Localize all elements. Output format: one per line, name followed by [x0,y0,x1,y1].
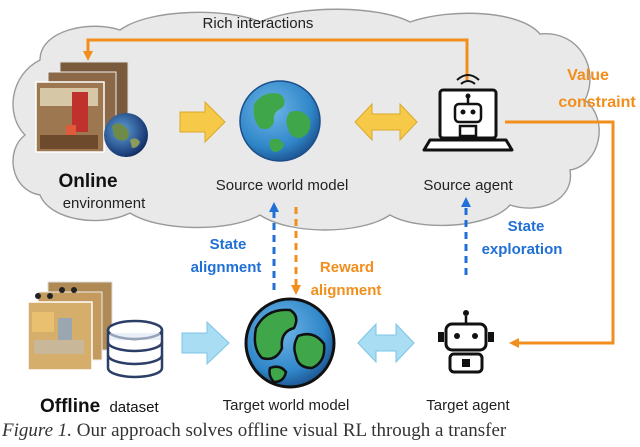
reward-alignment-label-1: Reward [320,259,374,276]
state-exploration-label-1: State [508,218,545,235]
online-to-source-arrow [179,100,226,144]
state-alignment-label-2: alignment [191,259,262,276]
value-constraint-label-1: Value [567,67,609,84]
state-alignment-label-1: State [210,236,247,253]
laptop-robot-icon [422,74,514,152]
rich-interactions-arrow [83,38,469,80]
target-world-model-label: Target world model [223,397,350,414]
offline-dataset-scene-icon [27,281,113,371]
target-model-agent-arrow [357,322,415,364]
figure-number: Figure 1. [2,420,73,441]
online-label: Online [58,171,117,192]
earth-icon [239,80,321,162]
robot-icon [438,310,494,374]
robot-arm-scene-icon [35,61,148,157]
source-model-agent-arrow [354,102,418,142]
state-exploration-label-2: exploration [482,241,563,258]
offline-label: Offline dataset [40,396,159,417]
source-agent-label: Source agent [423,177,513,194]
target-agent-label: Target agent [426,397,510,414]
source-world-model-label: Source world model [216,177,349,194]
rich-interactions-label: Rich interactions [203,15,314,32]
database-icon [106,319,164,379]
value-constraint-label-2: constraint [558,94,636,111]
caption-text: Our approach solves offline visual RL th… [76,420,507,441]
online-environment-label: environment [63,195,146,212]
figure-caption: Figure 1. Our approach solves offline vi… [2,420,640,442]
offline-bold-label: Offline [40,396,100,417]
globe-icon [244,297,336,389]
offline-dataset-label: dataset [109,399,159,416]
reward-alignment-label-2: alignment [311,282,382,299]
value-constraint-arrow [505,120,615,348]
offline-to-target-arrow [181,320,230,366]
